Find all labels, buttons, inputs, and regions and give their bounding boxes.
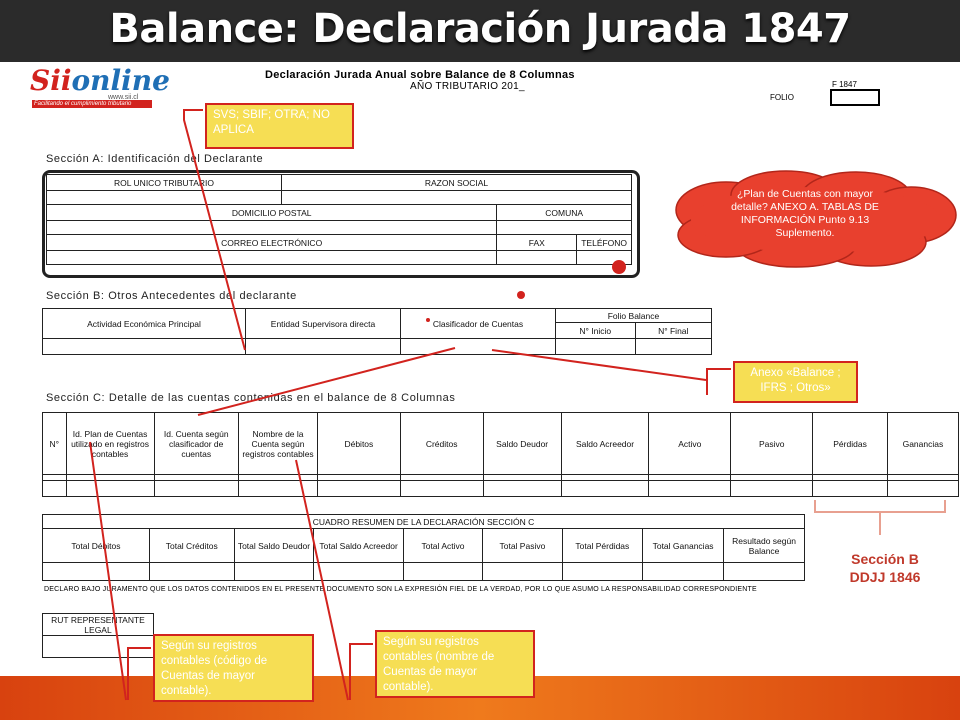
section-c-header-10: Pérdidas [812, 412, 888, 475]
slide-title: Balance: Declaración Jurada 1847 [109, 6, 851, 52]
logo-brand-b: online [71, 64, 170, 97]
section-c-header-7: Saldo Acreedor [560, 412, 650, 475]
resumen-value-cell[interactable] [313, 562, 404, 581]
sii-logo: Siionline [30, 64, 170, 97]
fax-value[interactable] [496, 250, 578, 265]
marker-dot-a [612, 260, 626, 274]
line-nombre-bracket [349, 643, 373, 700]
section-b-title: Sección B: Otros Antecedentes del declar… [46, 290, 297, 302]
section-c-value-cell[interactable] [730, 480, 814, 497]
marker-dot-c [426, 318, 430, 322]
resumen-header-2: Total Saldo Deudor [233, 528, 315, 563]
seccion-b-line2: DDJJ 1846 [849, 569, 921, 585]
resumen-value-cell[interactable] [642, 562, 725, 581]
section-c-header-1: Id. Plan de Cuentas utilizado en registr… [65, 412, 155, 475]
section-c-header-0: N° [42, 412, 67, 475]
clasificador-value[interactable] [400, 338, 556, 355]
section-c-header-3: Nombre de la Cuenta según registros cont… [237, 412, 319, 475]
n-final-value[interactable] [634, 338, 713, 355]
section-c-header-9: Pasivo [730, 412, 814, 475]
resumen-value-cell[interactable] [561, 562, 644, 581]
logo-url: www.sii.cl [108, 94, 139, 101]
resumen-value-cell[interactable] [723, 562, 805, 581]
cloud-callout [675, 170, 957, 268]
annotation-registros-codigo: Según su registros contables (código de … [153, 634, 314, 702]
section-c-value-cell[interactable] [886, 480, 960, 497]
section-c-header-6: Saldo Deudor [482, 412, 562, 475]
section-c-header-11: Ganancias [886, 412, 960, 475]
section-c-title: Sección C: Detalle de las cuentas conten… [46, 392, 456, 404]
section-c-value-cell[interactable] [237, 480, 319, 497]
section-c-table: N°Id. Plan de Cuentas utilizado en regis… [42, 412, 960, 497]
section-a-frame [42, 170, 640, 278]
marker-dot-b [517, 291, 525, 299]
line-clasificador-idcuenta [197, 347, 456, 416]
logo-tagline: Facilitando el cumplimiento tributario [32, 100, 152, 108]
folio-box [830, 89, 880, 106]
resumen-header-4: Total Activo [402, 528, 484, 563]
annotation-svs: SVS; SBIF; OTRA; NO APLICA [205, 103, 354, 149]
declaro-text: DECLARO BAJO JURAMENTO QUE LOS DATOS CON… [44, 586, 757, 593]
annotation-anexo: Anexo «Balance ; IFRS ; Otros» [733, 361, 858, 403]
rut-rep-table: RUT REPRESENTANTE LEGAL [42, 613, 154, 658]
section-c-gap-cell [153, 474, 239, 481]
section-c-header-2: Id. Cuenta según clasificador de cuentas [153, 412, 239, 475]
bracket-perdidas-ganancias [814, 500, 946, 513]
line-codigo-bracket [127, 647, 151, 700]
correo-value[interactable] [45, 250, 498, 265]
title-bar [0, 0, 960, 62]
resumen-value-cell[interactable] [42, 562, 150, 581]
section-c-header-5: Créditos [399, 412, 484, 475]
section-c-header-8: Activo [648, 412, 732, 475]
resumen-header-5: Total Pasivo [482, 528, 563, 563]
resumen-header-8: Resultado según Balance [723, 528, 805, 563]
seccion-b-line1: Sección B [851, 551, 919, 567]
form-header-main: Declaración Jurada Anual sobre Balance d… [265, 69, 575, 81]
form-code: F 1847 [832, 80, 857, 89]
rut-rep-label: RUT REPRESENTANTE LEGAL [42, 613, 154, 636]
line-anexo-bracket [706, 368, 731, 395]
resumen-table: CUADRO RESUMEN DE LA DECLARACIÓN SECCIÓN… [42, 514, 805, 581]
line-clasificador-anexo [491, 349, 707, 381]
resumen-header-7: Total Ganancias [642, 528, 725, 563]
cloud-text: ¿Plan de Cuentas con mayor detalle? ANEX… [731, 188, 879, 239]
line-nombre-cuenta [295, 459, 349, 701]
annotation-registros-nombre: Según su registros contables (nombre de … [375, 630, 535, 698]
section-c-value-cell[interactable] [482, 480, 562, 497]
section-c-gap-cell [237, 474, 319, 481]
seccion-b-label: Sección B DDJJ 1846 [830, 550, 940, 586]
section-c-gap-cell [886, 474, 960, 481]
logo-brand-a: Sii [30, 64, 72, 97]
section-c-gap-cell [482, 474, 562, 481]
section-c-value-cell[interactable] [153, 480, 239, 497]
line-codigo-plan [89, 441, 127, 701]
actividad-label: Actividad Económica Principal [42, 308, 246, 339]
section-a-title: Sección A: Identificación del Declarante [46, 153, 264, 165]
section-c-header-4: Débitos [317, 412, 401, 475]
resumen-value-cell[interactable] [402, 562, 484, 581]
form-header-sub: AÑO TRIBUTARIO 201_ [410, 81, 525, 92]
line-svs-entidad [183, 109, 246, 351]
section-b-table: Actividad Económica Principal Entidad Su… [42, 308, 713, 355]
section-c-gap-cell [730, 474, 814, 481]
folio-label: FOLIO [770, 93, 795, 102]
